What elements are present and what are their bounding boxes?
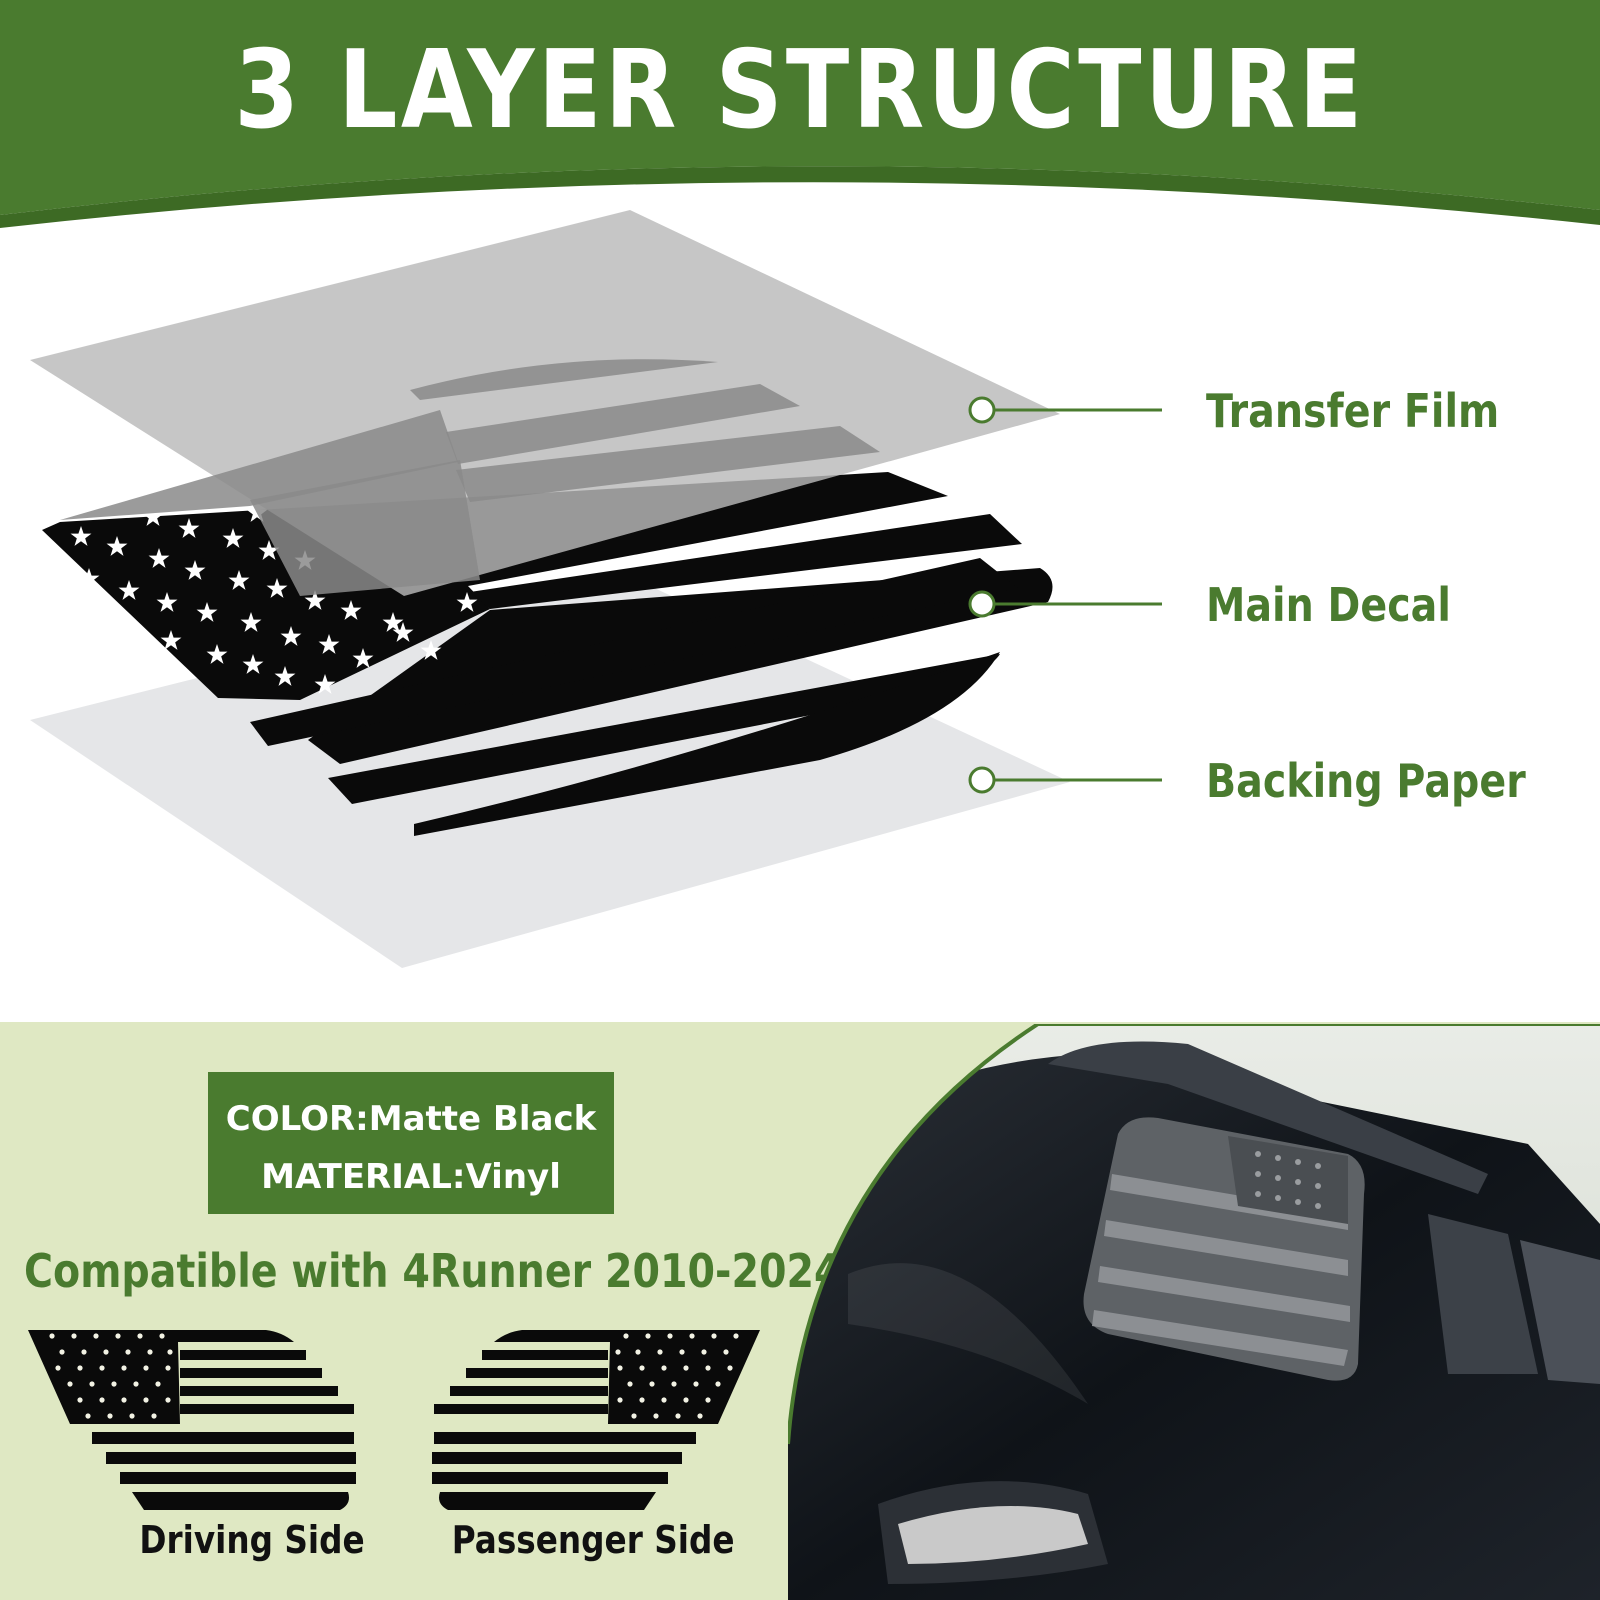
driving-side-decal [28, 1330, 356, 1510]
star-icon [49, 1333, 173, 1419]
american-flag-decal-icon [28, 1330, 356, 1510]
header-banner: 3 LAYER STRUCTURE [0, 0, 1600, 240]
passenger-side-decal [432, 1330, 760, 1510]
label-main-decal: Main Decal [1206, 578, 1451, 632]
header-background [0, 0, 1600, 228]
layer-diagram: Transfer Film Main Decal Backing Paper [0, 200, 1600, 1020]
label-transfer-film: Transfer Film [1206, 384, 1500, 438]
leader-lines [968, 396, 1162, 794]
compatibility-text: Compatible with 4Runner 2010-2024 [24, 1244, 842, 1298]
spec-box: COLOR:Matte Black MATERIAL:Vinyl [208, 1072, 614, 1214]
leader-dot-icon [968, 396, 996, 424]
leader-dot-icon [968, 766, 996, 794]
transfer-film-flag-ghost [60, 359, 880, 596]
star-icon [615, 1333, 739, 1419]
leader-dot-icon [968, 590, 996, 618]
color-spec: COLOR:Matte Black [225, 1099, 597, 1139]
material-spec: MATERIAL:Vinyl [261, 1157, 561, 1197]
page-title: 3 LAYER STRUCTURE [234, 28, 1366, 153]
window-flag-decal [1092, 1174, 1350, 1366]
label-backing-paper: Backing Paper [1206, 754, 1526, 808]
driving-side-label: Driving Side [139, 1518, 365, 1562]
passenger-side-label: Passenger Side [451, 1518, 735, 1562]
layer-stack-illustration [30, 210, 1162, 968]
car-photo [788, 1024, 1600, 1600]
american-flag-decal-icon [432, 1330, 760, 1510]
